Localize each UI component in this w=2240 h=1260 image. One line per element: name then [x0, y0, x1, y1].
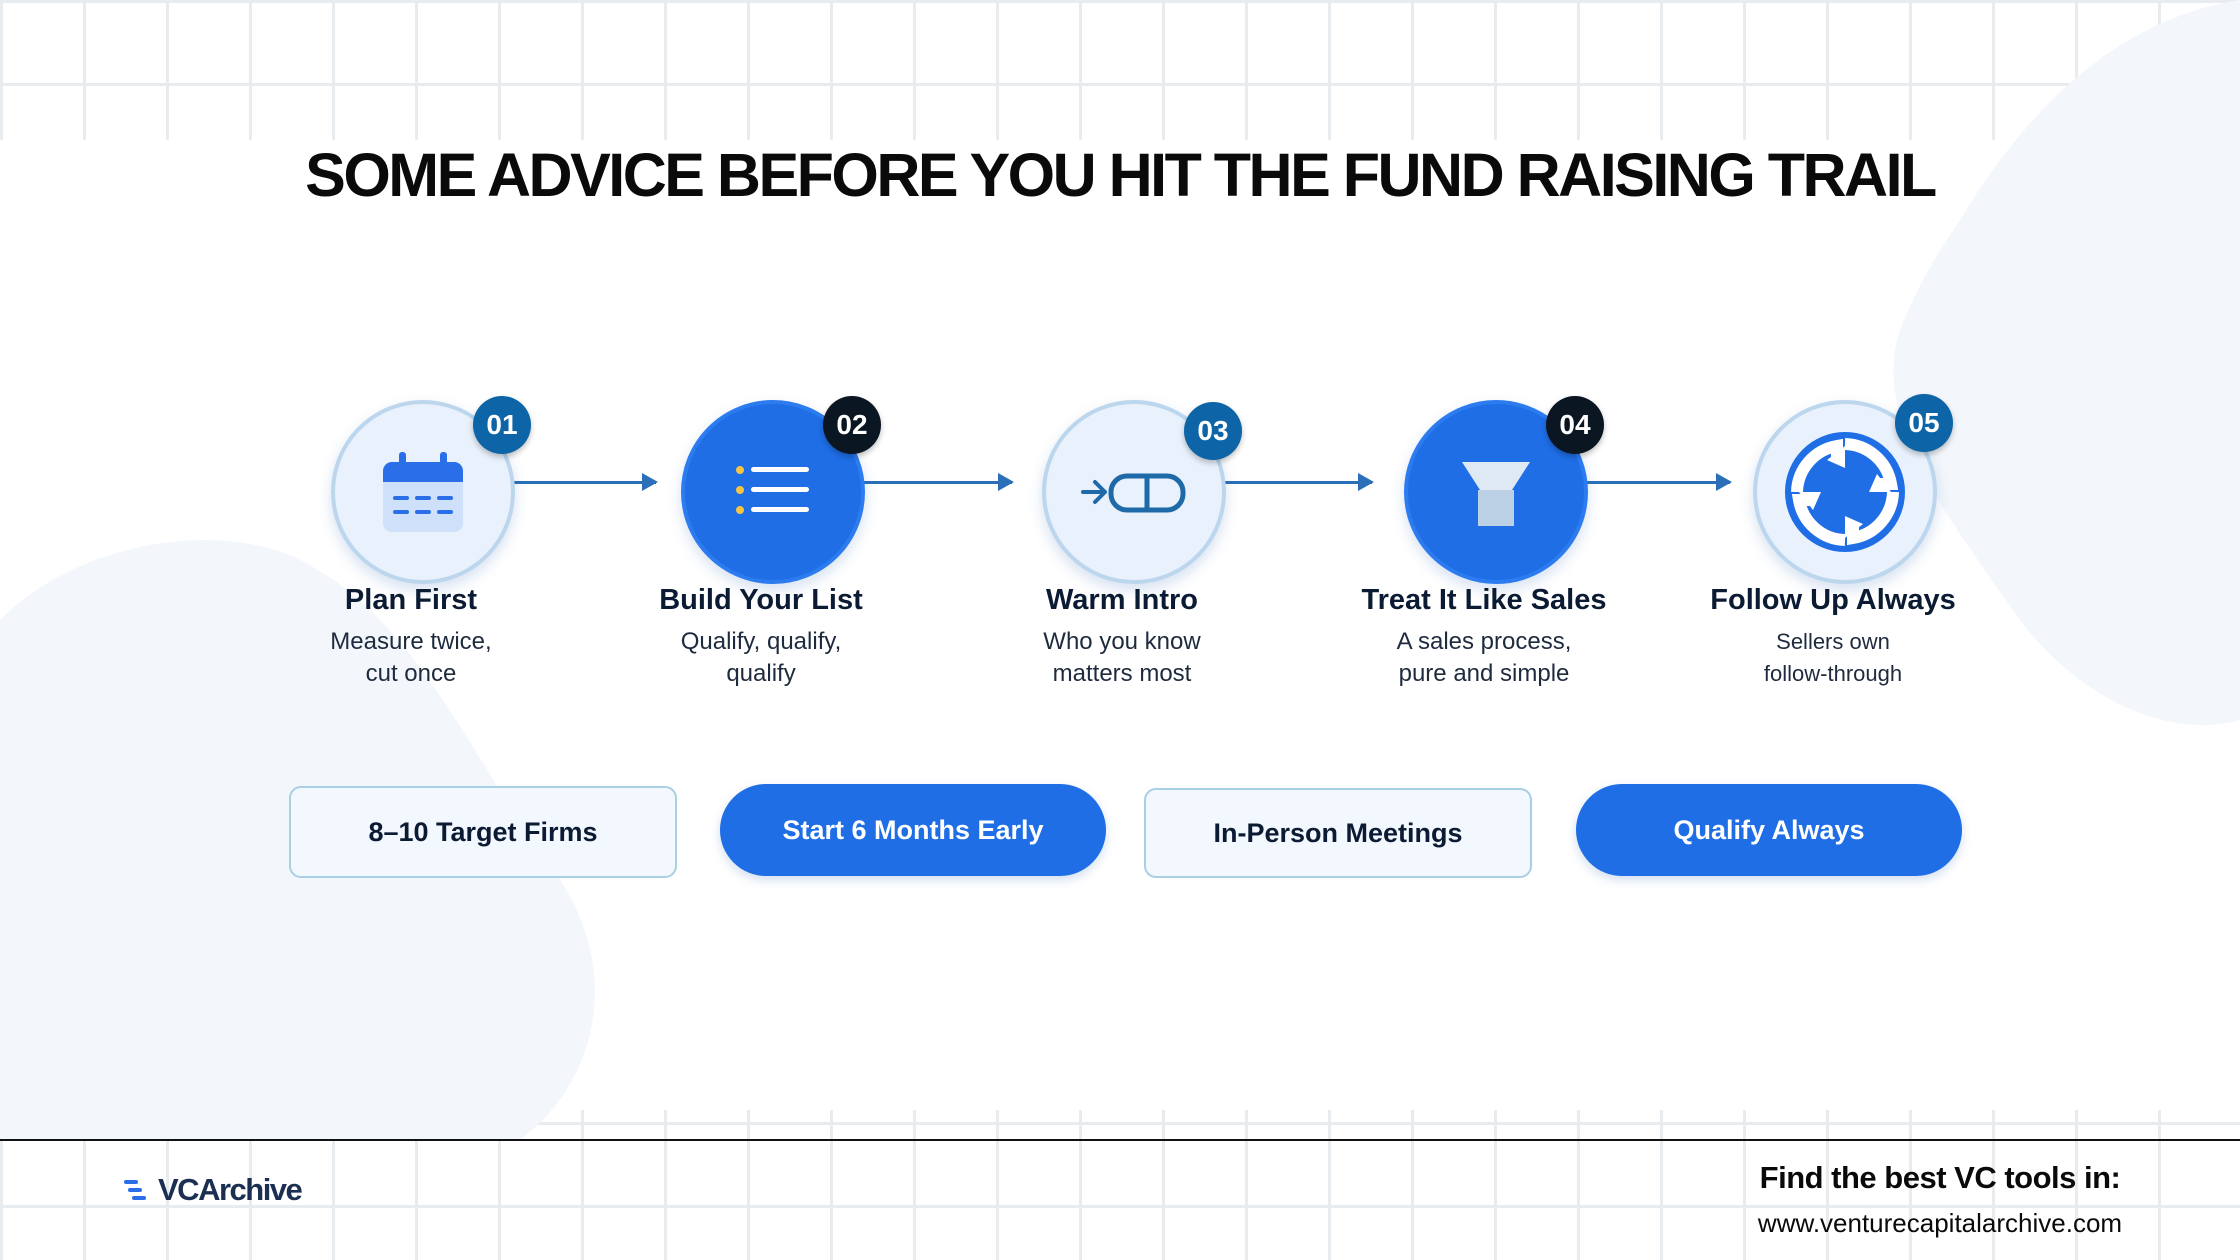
step-number-badge: 01	[473, 396, 531, 454]
step-description-line: pure and simple	[1398, 660, 1570, 687]
step-description-line: Measure twice,	[330, 628, 492, 655]
connector-arrow-2-3	[856, 473, 1014, 491]
tag-qualify-always: Qualify Always	[1576, 784, 1962, 876]
logo-text: VCArchive	[158, 1172, 303, 1207]
logo-mark-icon	[124, 1180, 146, 1200]
funnel-icon	[1462, 462, 1530, 526]
step-number-badge: 04	[1546, 396, 1604, 454]
step-description-line: qualify	[726, 660, 796, 687]
step-description-line: cut once	[365, 660, 457, 687]
step-number-badge: 02	[823, 396, 881, 454]
connector-arrow-3-4	[1218, 473, 1374, 491]
calendar-icon	[383, 452, 463, 532]
step-description: Measure twice, cut once	[261, 626, 561, 690]
footer-divider	[0, 1139, 2240, 1141]
background-blob-right	[1893, 0, 2240, 726]
step-description-line: Qualify, qualify,	[680, 628, 842, 655]
step-description-line: follow-through	[1763, 661, 1903, 686]
cta-heading: Find the best VC tools in:	[1759, 1160, 2121, 1195]
step-title: Build Your List	[659, 584, 863, 616]
step-circle	[331, 400, 515, 584]
step-description-line: A sales process,	[1396, 628, 1572, 655]
step-number-badge: 05	[1895, 394, 1953, 452]
connection-icon	[1081, 473, 1186, 513]
background-grid-top	[0, 0, 2240, 140]
cycle-arrows-icon	[1785, 432, 1905, 552]
step-title: Treat It Like Sales	[1361, 584, 1607, 616]
step-title: Warm Intro	[1046, 584, 1198, 616]
step-number-badge: 03	[1184, 402, 1242, 460]
connector-arrow-1-2	[508, 473, 658, 491]
connector-arrow-4-5	[1578, 473, 1732, 491]
step-description-line: Who you know	[1043, 628, 1201, 655]
step-description: Who you know matters most	[972, 626, 1272, 690]
website-link[interactable]: www.venturecapitalarchive.com	[1757, 1208, 2123, 1238]
footer-cta: Find the best VC tools in: www.ventureca…	[1690, 1160, 2190, 1239]
tag-start-early: Start 6 Months Early	[720, 784, 1106, 876]
step-description: Sellers own follow-through	[1683, 626, 1983, 690]
list-icon	[736, 466, 809, 514]
step-description-line: matters most	[1052, 660, 1192, 687]
step-title: Follow Up Always	[1710, 584, 1956, 616]
tag-target-firms: 8–10 Target Firms	[289, 786, 677, 878]
vcarchive-logo: VCArchive	[124, 1172, 303, 1208]
page-title: SOME ADVICE BEFORE YOU HIT THE FUND RAIS…	[305, 141, 1937, 209]
step-description: A sales process, pure and simple	[1334, 626, 1634, 690]
step-description-line: Sellers own	[1776, 629, 1890, 654]
step-title: Plan First	[344, 584, 478, 616]
step-description: Qualify, qualify, qualify	[611, 626, 911, 690]
tag-in-person-meetings: In-Person Meetings	[1144, 788, 1532, 878]
